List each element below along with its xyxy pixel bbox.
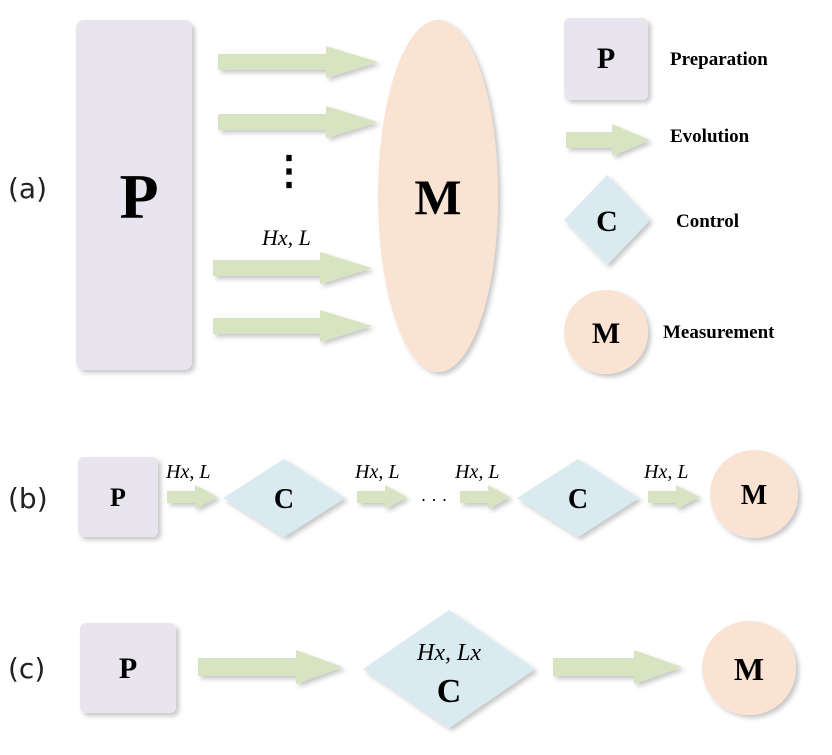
evolution-arrow [553, 650, 682, 684]
legend-preparation-text: Preparation [670, 49, 768, 70]
measurement-symbol: M [734, 651, 764, 687]
legend-measurement-icon [564, 290, 648, 374]
evolution-label: Hx, L [354, 461, 399, 483]
evolution-label: Hx, L [261, 225, 311, 250]
evolution-arrow [357, 485, 407, 509]
evolution-arrow [167, 485, 218, 509]
preparation-block [76, 20, 192, 370]
control-label: Hx, Lx [416, 640, 481, 666]
legend-measurement-text: Measurement [663, 322, 775, 343]
control-diamond [363, 610, 535, 728]
measurement-circle [702, 621, 796, 715]
evolution-arrow [648, 485, 700, 509]
control-diamond [223, 459, 345, 537]
control-symbol: C [437, 673, 462, 710]
measurement-symbol: M [414, 169, 461, 225]
panel-a: (a) P ⋮ Hx, L M [8, 20, 498, 372]
evolution-arrow [218, 46, 378, 78]
legend-preparation-icon [564, 18, 648, 100]
preparation-symbol: P [119, 161, 158, 232]
horizontal-ellipsis: · · · [421, 490, 448, 510]
evolution-arrow [213, 252, 372, 284]
legend-preparation-symbol: P [597, 42, 615, 75]
legend-control-text: Control [676, 211, 739, 232]
legend: P Preparation Evolution C Control M Meas… [564, 18, 775, 374]
control-symbol: C [274, 484, 294, 515]
preparation-block [80, 623, 176, 713]
preparation-block [78, 457, 158, 537]
measurement-circle [710, 450, 798, 538]
legend-control-symbol: C [596, 205, 618, 238]
preparation-symbol: P [110, 483, 126, 512]
panel-b: (b) P Hx, L C Hx, L · · · Hx, L C Hx, L … [8, 450, 798, 538]
measurement-symbol: M [741, 480, 767, 511]
legend-evolution-text: Evolution [670, 126, 750, 147]
panel-b-label: (b) [8, 482, 48, 515]
evolution-arrow [218, 106, 378, 138]
vertical-ellipsis: ⋮ [269, 148, 309, 193]
legend-measurement-symbol: M [592, 317, 620, 350]
evolution-label: Hx, L [454, 461, 499, 483]
panel-c-label: (c) [8, 652, 45, 685]
panel-c: (c) P Hx, Lx C M [8, 610, 796, 728]
legend-evolution-icon [566, 124, 650, 156]
evolution-arrow [460, 485, 510, 509]
evolution-label: Hx, L [643, 461, 688, 483]
measurement-ellipse [378, 20, 498, 372]
evolution-arrow [213, 310, 372, 342]
control-diamond [517, 459, 639, 537]
panel-a-label: (a) [8, 172, 47, 205]
control-symbol: C [568, 484, 588, 515]
evolution-label: Hx, L [165, 461, 210, 483]
evolution-arrow [198, 650, 343, 684]
preparation-symbol: P [119, 652, 137, 685]
legend-control-icon [564, 175, 650, 265]
